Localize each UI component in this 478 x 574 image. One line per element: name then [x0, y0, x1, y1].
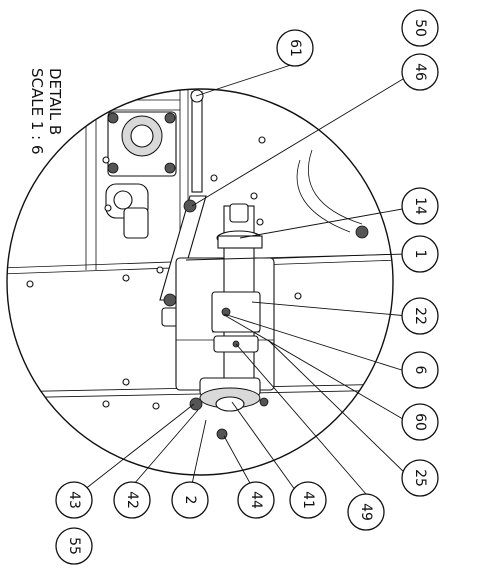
svg-text:1: 1	[412, 250, 428, 259]
svg-text:6: 6	[412, 366, 428, 375]
detail-title: DETAIL B	[46, 68, 64, 135]
machine-geometry	[7, 89, 393, 440]
balloon-43: 43	[55, 481, 93, 519]
svg-text:50: 50	[412, 19, 428, 37]
leader-lines	[83, 61, 409, 495]
balloon-42: 42	[113, 481, 151, 519]
detail-scale: SCALE 1 : 6	[28, 68, 46, 155]
balloon-41: 41	[289, 481, 327, 519]
detail-label: DETAIL B SCALE 1 : 6	[28, 68, 64, 155]
balloon-25: 25	[401, 459, 439, 497]
balloon-6: 6	[401, 351, 439, 389]
svg-text:43: 43	[66, 491, 82, 509]
svg-text:44: 44	[248, 491, 264, 509]
balloon-14: 14	[401, 187, 439, 225]
balloon-60: 60	[401, 403, 439, 441]
svg-text:49: 49	[358, 503, 374, 521]
balloon-2: 2	[171, 481, 209, 519]
svg-text:22: 22	[412, 307, 428, 325]
svg-text:25: 25	[412, 469, 428, 487]
detail-boundary-circle	[6, 88, 394, 476]
balloon-50: 50	[401, 9, 439, 47]
svg-text:14: 14	[412, 197, 428, 215]
balloon-49: 49	[347, 493, 385, 531]
balloon-44: 44	[237, 481, 275, 519]
balloon-46: 46	[401, 53, 439, 91]
balloon-61: 61	[276, 29, 314, 67]
balloon-22: 22	[401, 297, 439, 335]
svg-text:61: 61	[287, 39, 303, 57]
svg-text:41: 41	[300, 491, 316, 509]
svg-text:42: 42	[124, 491, 140, 509]
svg-text:46: 46	[412, 63, 428, 81]
svg-text:60: 60	[412, 413, 428, 431]
balloon-1: 1	[401, 235, 439, 273]
svg-text:2: 2	[182, 496, 198, 505]
balloon-55: 55	[55, 527, 93, 565]
svg-text:55: 55	[66, 537, 82, 555]
